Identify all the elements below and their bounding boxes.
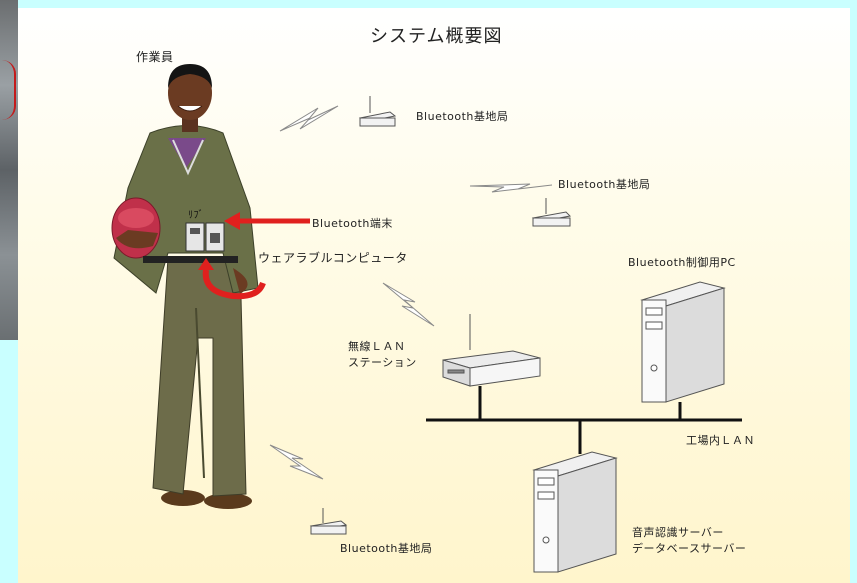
wireless-signal-icon [469,183,553,193]
bt-control-pc-label: Bluetooth制御用PC [628,256,736,269]
chest-device-text: ﾘﾌﾞ [188,210,204,221]
bt-terminal-label: Bluetooth端末 [312,217,393,230]
wearable-computer-label: ウェアラブルコンピュータ [258,251,408,265]
bt-station-bottom-device [309,508,348,535]
bt-station-mid-device [531,198,572,227]
wireless-signal-icon [279,105,339,132]
bt-station-bottom-label: Bluetooth基地局 [340,542,433,555]
worker-label: 作業員 [136,50,174,64]
server-label-line2: データベースサーバー [632,542,747,555]
diagram-graphics [111,64,742,573]
diagram-slide: システム概要図 作業員 Bluetooth基地局 Bluetooth基地局 Bl… [18,8,850,583]
diagram-title: システム概要図 [370,26,503,47]
factory-lan-label: 工場内ＬＡＮ [686,434,755,447]
wearable-curved-arrow [198,258,266,300]
server-label-line1: 音声認識サーバー [632,526,724,539]
worker-figure [111,64,259,509]
background-photo-strip [0,0,18,340]
wlan-station-device [442,314,541,387]
factory-lan-lines [426,386,742,454]
bt-station-top-device [358,96,397,127]
server-tower [532,451,618,573]
wireless-signal-icon [269,444,324,480]
control-pc-tower [640,281,726,403]
wlan-station-label-line2: ステーション [348,356,417,369]
bt-station-devices [309,96,572,535]
bt-station-top-label: Bluetooth基地局 [416,110,509,123]
wlan-station-label-line1: 無線ＬＡＮ [348,340,406,353]
wireless-signal-icon [382,282,435,327]
bt-station-mid-label: Bluetooth基地局 [558,178,651,191]
terminal-pointer-arrow [224,212,310,230]
wireless-signal-icons [269,105,553,480]
